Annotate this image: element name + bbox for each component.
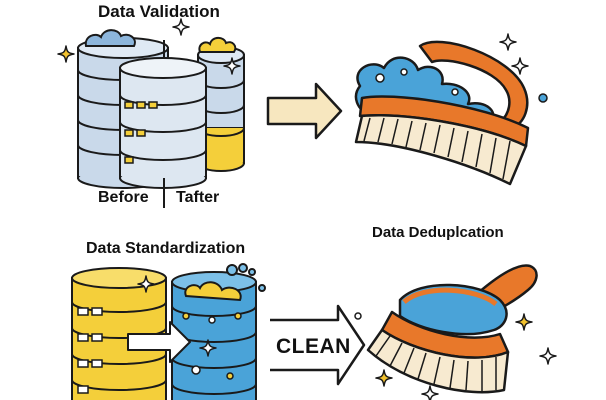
arrow-right-icon — [127, 321, 191, 363]
data-validation-title: Data Validation — [98, 2, 220, 21]
bubbles-icon — [538, 93, 548, 103]
sparkle-icon — [511, 57, 529, 75]
arrow-right-icon — [270, 304, 366, 386]
sparkle-icon — [375, 369, 393, 387]
bubbles-icon — [354, 312, 362, 320]
scrub-brush-icon — [366, 264, 538, 394]
database-icon — [119, 57, 207, 189]
standardization-database-group — [71, 263, 266, 400]
sparkle-icon — [539, 347, 557, 365]
data-standardization-title: Data Standardization — [86, 240, 246, 257]
scrub-brush-icon — [354, 40, 530, 186]
after-label: Tafter — [176, 189, 220, 206]
clean-label: CLEAN — [276, 335, 351, 358]
validation-database-group — [57, 18, 245, 208]
cloud-icon — [198, 36, 237, 53]
sparkle-icon — [421, 385, 439, 400]
data-deduplication-title: Data Deduplcation — [372, 224, 504, 241]
before-label: Before — [98, 189, 149, 206]
arrow-right-icon — [266, 82, 343, 140]
sparkle-icon — [57, 45, 75, 63]
bubbles-icon — [184, 263, 266, 302]
cloud-icon — [84, 29, 136, 47]
sparkle-icon — [515, 313, 533, 331]
sparkle-icon — [499, 33, 517, 51]
